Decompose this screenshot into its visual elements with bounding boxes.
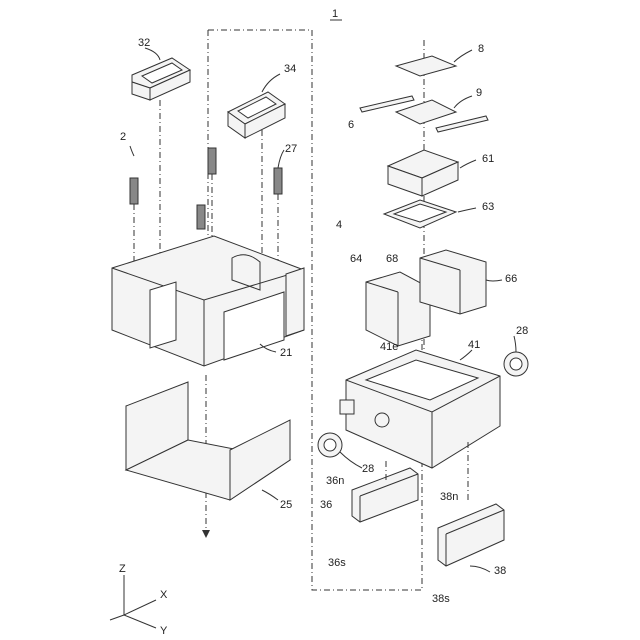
part-8-plate [396,56,456,76]
part-21-housing [112,236,304,366]
label-25: 25 [280,499,292,511]
label-21: 21 [280,347,292,359]
label-41e: 41e [380,341,398,353]
label-36s: 36s [328,557,346,569]
part-41-housing [346,350,500,468]
label-2: 2 [120,131,126,143]
arrow-down [202,530,210,538]
part-28-ring-left [318,433,342,457]
label-28-right: 28 [516,325,528,337]
label-68: 68 [386,253,398,265]
label-36: 36 [320,499,332,511]
label-6: 6 [348,119,354,131]
part-28-ring-right [504,352,528,376]
label-63: 63 [482,201,494,213]
label-9: 9 [476,87,482,99]
label-32: 32 [138,37,150,49]
knob-left [340,400,354,414]
label-34: 34 [284,63,296,75]
label-38n: 38n [440,491,458,503]
label-8: 8 [478,43,484,55]
axis-y-label: Y [160,625,168,637]
part-25-tray [126,382,290,500]
part-63-seal [384,200,456,228]
label-28-left: 28 [362,463,374,475]
label-4: 4 [336,219,342,231]
label-36n: 36n [326,475,344,487]
label-64: 64 [350,253,362,265]
label-66: 66 [505,273,517,285]
part-61-cushion [388,150,458,196]
spring-1 [208,148,216,174]
label-41: 41 [468,339,480,351]
part-32-frame [132,58,190,100]
part-38-plate [438,504,504,566]
spring-2 [274,168,282,194]
part-66-block [420,250,486,314]
axis-x-label: X [160,589,168,601]
spring-4 [197,205,205,229]
label-61: 61 [482,153,494,165]
spring-3 [130,178,138,204]
coordinate-axes [110,575,156,628]
label-38s: 38s [432,593,450,605]
part-36-plate [352,468,418,522]
label-27: 27 [285,143,297,155]
part-34-frame [228,92,285,138]
label-38: 38 [494,565,506,577]
label-1: 1 [332,8,338,20]
knob-front [375,413,389,427]
axis-z-label: Z [119,563,126,575]
